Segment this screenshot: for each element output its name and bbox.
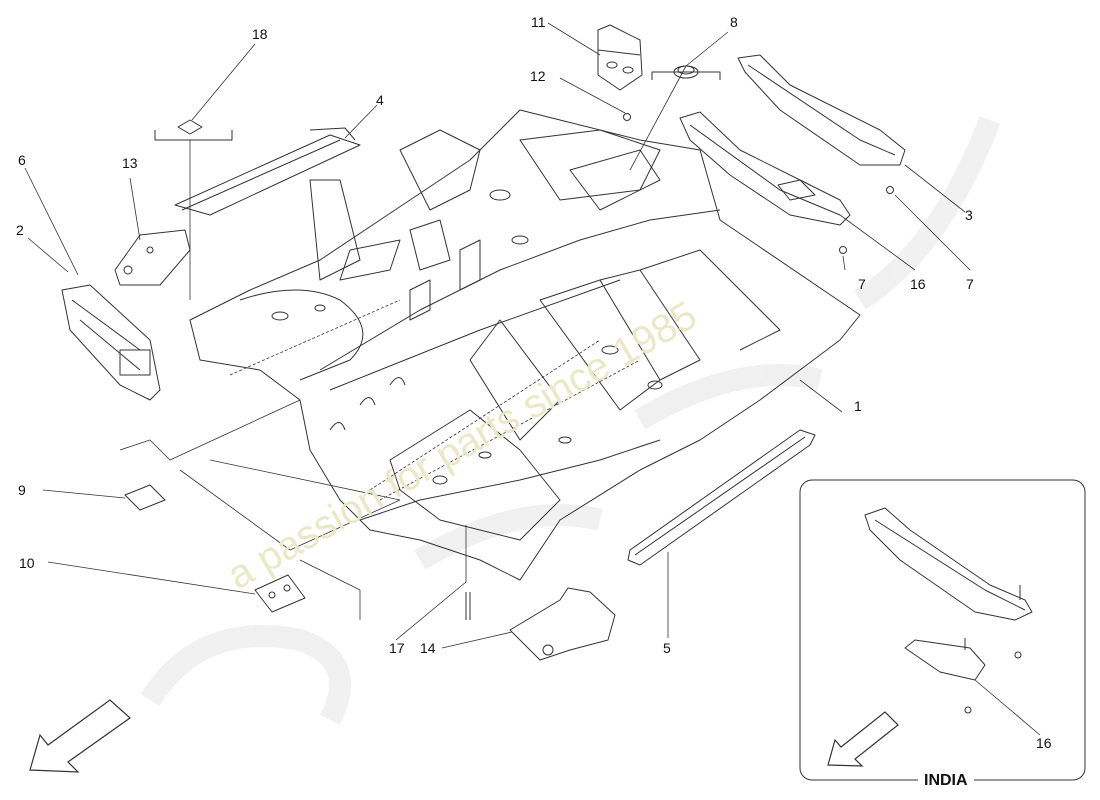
part-5-sill bbox=[627, 429, 816, 566]
part-18-patch bbox=[154, 119, 233, 141]
callout-3: 3 bbox=[965, 207, 973, 223]
callout-14: 14 bbox=[420, 640, 436, 656]
callout-9: 9 bbox=[18, 482, 26, 498]
callout-11: 11 bbox=[531, 14, 546, 30]
part-3-crossmember bbox=[737, 54, 906, 166]
callout-16b: 16 bbox=[1036, 735, 1052, 751]
part-9-plate bbox=[124, 484, 166, 511]
callout-6: 6 bbox=[18, 152, 26, 168]
logo-watermark bbox=[140, 116, 1001, 725]
leader-lines bbox=[24, 22, 1041, 736]
callout-17: 17 bbox=[389, 640, 405, 656]
callout-7a: 7 bbox=[858, 276, 866, 292]
part-8-grommet bbox=[651, 65, 721, 80]
part-4-rail bbox=[174, 127, 361, 216]
callout-8: 8 bbox=[730, 14, 738, 30]
callout-12: 12 bbox=[530, 68, 546, 84]
part-14-bracket bbox=[509, 587, 616, 661]
callout-1: 1 bbox=[854, 398, 862, 414]
part-13-plate bbox=[114, 229, 191, 286]
direction-arrow-inset bbox=[827, 711, 899, 767]
inset-label-india: INDIA bbox=[918, 772, 974, 790]
part-7-nuts bbox=[839, 186, 894, 254]
callout-4: 4 bbox=[376, 92, 384, 108]
callout-7b: 7 bbox=[966, 276, 974, 292]
part-16-crossmember bbox=[679, 111, 851, 226]
part-10-plate bbox=[254, 574, 306, 613]
part-11-bracket bbox=[597, 24, 643, 91]
callout-2: 2 bbox=[16, 222, 24, 238]
part-17-pin bbox=[465, 592, 471, 620]
callout-13: 13 bbox=[122, 155, 138, 171]
callout-18: 18 bbox=[252, 26, 268, 42]
callout-16a: 16 bbox=[910, 276, 926, 292]
part-2-bracket bbox=[61, 284, 161, 401]
callout-5: 5 bbox=[663, 640, 671, 656]
direction-arrow-main bbox=[29, 699, 131, 773]
part-12-nut bbox=[623, 113, 631, 121]
callout-10: 10 bbox=[19, 555, 35, 571]
central-floor-pan bbox=[189, 109, 861, 581]
